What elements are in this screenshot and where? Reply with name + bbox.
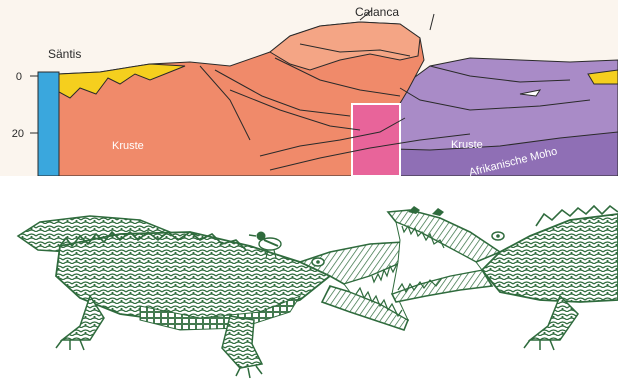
label-crust-european: Kruste xyxy=(112,140,144,152)
label-calanca: Calanca xyxy=(355,5,399,19)
label-saentis: Säntis xyxy=(48,47,81,61)
crocodile-illustration xyxy=(0,176,618,392)
label-crust-african: Kruste xyxy=(451,139,483,151)
depth-tick-0: 0 xyxy=(16,71,22,83)
depth-tick-20: 20 xyxy=(12,128,24,140)
molasse-block xyxy=(38,72,59,176)
geology-section: 0 20 Säntis Calanca Kruste Kruste Afrika… xyxy=(0,0,618,179)
lepontine-dome xyxy=(352,104,400,176)
